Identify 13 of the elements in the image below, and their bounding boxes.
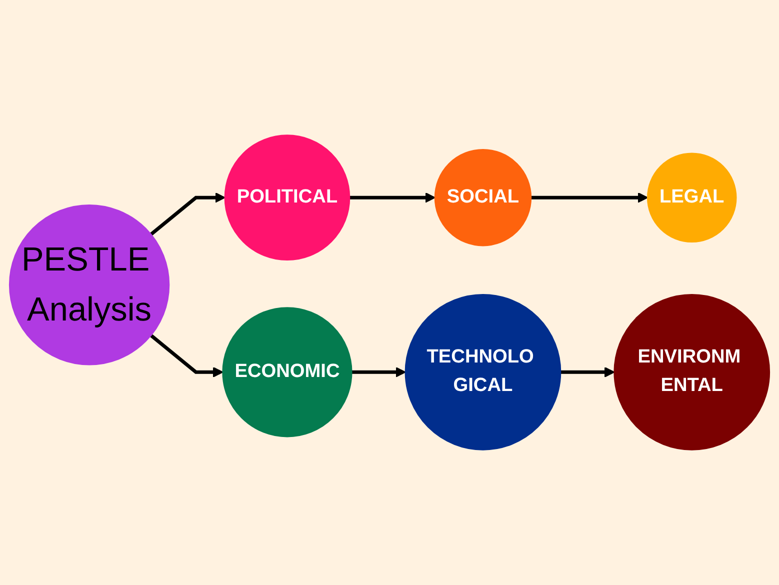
arrow [150,192,226,236]
node-circle: TECHNOLO GICAL [404,294,562,450]
node-circle: SOCIAL [434,149,532,246]
node-circle: ECONOMIC [222,307,352,438]
node-circle: LEGAL [646,152,737,242]
node-circle: PESTLE Analysis [8,204,170,366]
arrow [531,192,648,203]
arrow [352,366,406,378]
node-circle: POLITICAL [224,134,350,261]
node-circle: ENVIRONM ENTAL [614,294,770,450]
arrow [350,192,436,203]
arrow [560,366,615,378]
arrow [150,334,224,378]
